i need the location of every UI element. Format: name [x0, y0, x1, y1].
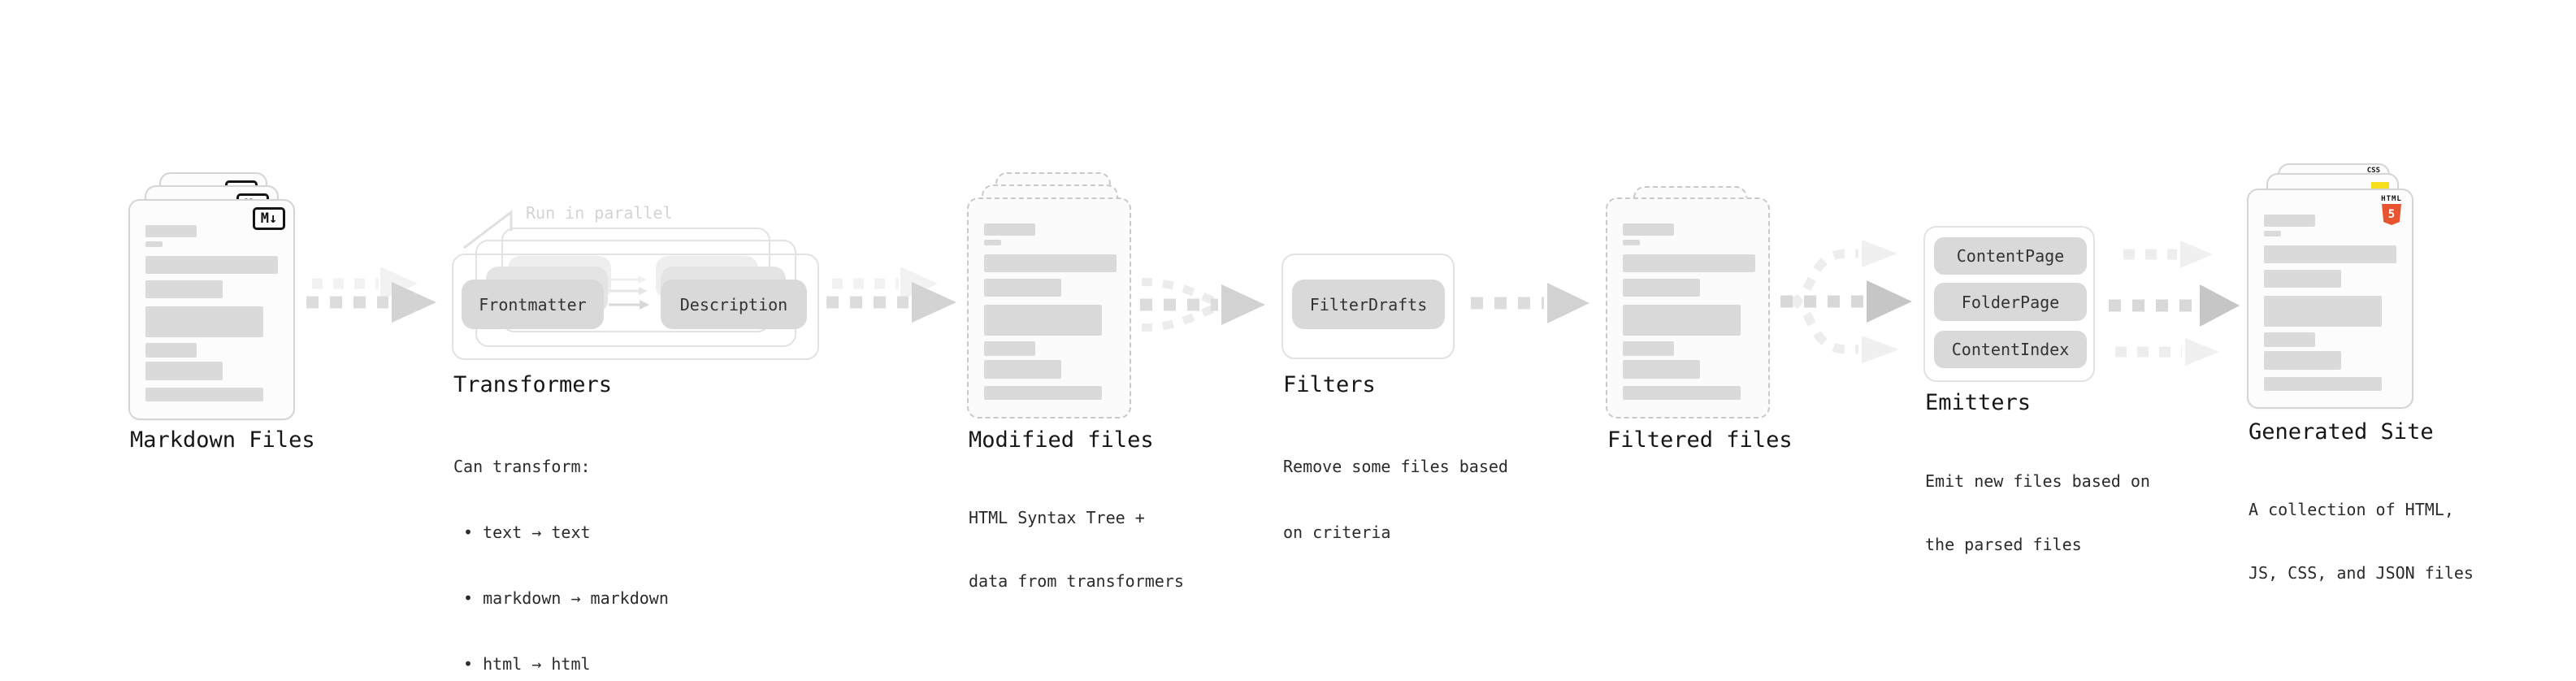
text-line-bar — [2264, 215, 2315, 227]
text-line-bar — [2264, 296, 2382, 327]
text-line-bar — [1623, 240, 1640, 245]
html5-icon-shield: 5 — [2382, 204, 2401, 225]
transformers-desc-head: Can transform: — [453, 457, 591, 476]
section-title-modified-files: Modified files — [969, 427, 1154, 453]
section-title-generated-site: Generated Site — [2249, 419, 2434, 445]
section-title-filtered-files: Filtered files — [1607, 427, 1793, 453]
text-line-bar — [984, 360, 1061, 379]
arrow-markdown-to-transformers — [306, 267, 436, 323]
text-line-bar — [1623, 305, 1741, 336]
transformers-bullet-2: • markdown → markdown — [463, 588, 669, 608]
generated-desc-line-2: JS, CSS, and JSON files — [2249, 563, 2474, 583]
text-line-bar — [1623, 360, 1700, 379]
text-line-bar — [984, 279, 1061, 297]
text-line-bar — [984, 386, 1102, 400]
modified-desc-line-1: HTML Syntax Tree + — [969, 508, 1145, 527]
section-title-emitters: Emitters — [1925, 390, 2032, 415]
run-in-parallel-leader-line — [463, 209, 513, 249]
filters-desc-line-2: on criteria — [1283, 523, 1391, 542]
text-line-bar — [984, 240, 1001, 245]
text-line-bar — [1623, 386, 1741, 400]
text-line-bar — [1623, 341, 1674, 356]
transformers-bullet-3: • html → html — [463, 654, 591, 674]
text-line-bar — [1623, 279, 1700, 297]
emitters-desc-line-1: Emit new files based on — [1925, 471, 2150, 491]
document-text-lines — [145, 225, 278, 401]
filterdrafts-pill: FilterDrafts — [1292, 280, 1445, 329]
text-line-bar — [2264, 332, 2315, 347]
markdown-file-card-front: M↓ — [128, 199, 295, 420]
arrow-modified-to-filters — [1140, 278, 1265, 332]
document-text-lines — [1623, 223, 1755, 400]
text-line-bar — [145, 343, 197, 358]
markdown-icon: M↓ — [253, 207, 285, 230]
filters-description: Remove some files based on criteria — [1283, 412, 1508, 588]
emitters-box — [1923, 226, 2095, 382]
folderpage-pill: FolderPage — [1934, 283, 2087, 321]
description-pill: Description — [661, 280, 807, 329]
emitters-description: Emit new files based on the parsed files — [1925, 428, 2150, 597]
document-text-lines — [2264, 215, 2396, 391]
emitters-desc-line-2: the parsed files — [1925, 535, 2082, 554]
generated-site-description: A collection of HTML, JS, CSS, and JSON … — [2249, 457, 2474, 626]
text-line-bar — [984, 223, 1035, 236]
section-title-transformers: Transformers — [453, 372, 613, 397]
transformers-description: Can transform: • text → text • markdown … — [453, 412, 669, 681]
contentpage-pill: ContentPage — [1934, 237, 2087, 275]
text-line-bar — [984, 341, 1035, 356]
text-line-bar — [1623, 223, 1674, 236]
text-line-bar — [145, 241, 163, 247]
filters-box — [1281, 254, 1455, 359]
document-text-lines — [984, 223, 1117, 400]
transformers-bullet-1: • text → text — [463, 523, 591, 542]
filtered-file-card-front — [1606, 197, 1770, 419]
contentindex-pill: ContentIndex — [1934, 331, 2087, 368]
text-line-bar — [145, 306, 263, 337]
run-in-parallel-note: Run in parallel — [526, 203, 673, 223]
arrow-filtered-to-emitters — [1780, 240, 1912, 363]
arrow-transformers-to-modified — [826, 267, 956, 323]
text-line-bar — [2264, 377, 2382, 391]
text-line-bar — [2264, 231, 2281, 236]
filters-desc-line-1: Remove some files based — [1283, 457, 1508, 476]
text-line-bar — [145, 225, 197, 237]
text-line-bar — [2264, 245, 2396, 263]
text-line-bar — [1623, 254, 1755, 272]
modified-files-description: HTML Syntax Tree + data from transformer… — [969, 465, 1184, 634]
arrow-filters-to-filtered — [1471, 283, 1589, 323]
modified-file-card-front — [967, 197, 1131, 419]
generated-desc-line-1: A collection of HTML, — [2249, 500, 2454, 519]
section-title-markdown-files: Markdown Files — [130, 427, 315, 453]
transformer-box-front — [452, 254, 819, 360]
text-line-bar — [984, 305, 1102, 336]
section-title-filters: Filters — [1283, 372, 1376, 397]
text-line-bar — [984, 254, 1117, 272]
generated-file-card-html: HTML 5 — [2247, 189, 2413, 409]
text-line-bar — [145, 280, 223, 298]
arrow-emitters-to-generated — [2109, 241, 2240, 366]
html5-icon-text: HTML — [2381, 195, 2402, 203]
modified-desc-line-2: data from transformers — [969, 571, 1184, 591]
transform-step-arrows — [609, 275, 649, 310]
text-line-bar — [145, 388, 263, 401]
html5-icon: HTML 5 — [2381, 195, 2402, 225]
text-line-bar — [2264, 270, 2341, 288]
text-line-bar — [2264, 351, 2341, 370]
text-line-bar — [145, 362, 223, 380]
frontmatter-pill: Frontmatter — [462, 280, 604, 329]
text-line-bar — [145, 256, 278, 274]
